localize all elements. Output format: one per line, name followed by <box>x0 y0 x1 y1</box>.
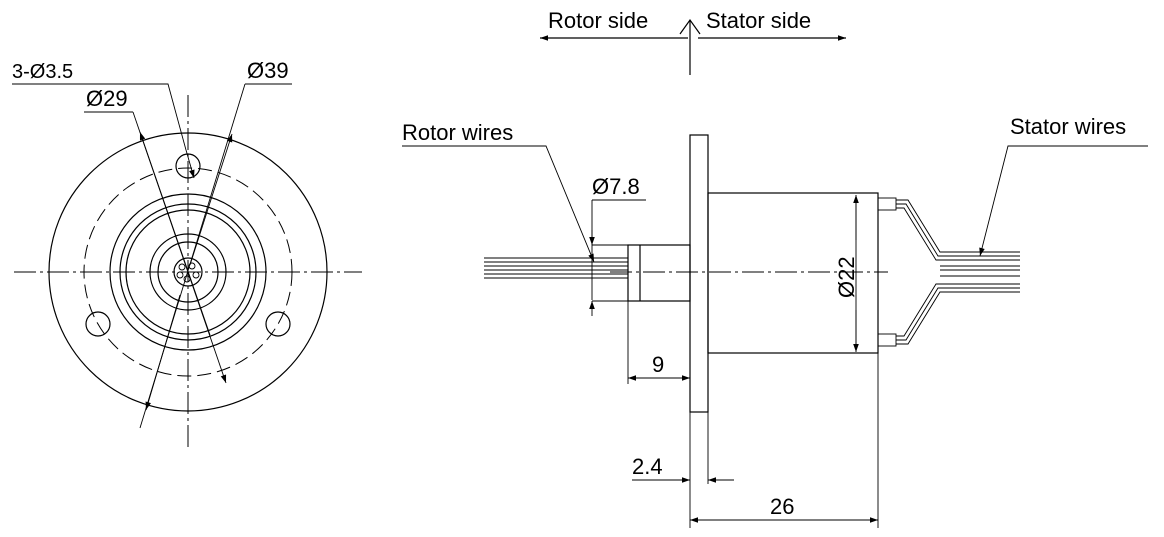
mount-hole-left <box>85 311 111 337</box>
stator-wires-leader <box>979 145 1148 257</box>
rotor-side-label: Rotor side <box>548 8 648 33</box>
mount-hole-top <box>175 153 201 179</box>
shaft-len-label: 9 <box>652 352 664 377</box>
shaft-dia-label: Ø7.8 <box>592 174 640 199</box>
body-circle-2 <box>119 203 257 341</box>
body-dia-label: Ø22 <box>834 256 859 298</box>
hole-leader <box>12 83 187 151</box>
total-len-label: 26 <box>770 494 794 519</box>
mount-hole-right <box>265 311 291 337</box>
wire-bundle-circle <box>173 257 203 287</box>
side-view: Rotor side Stator side <box>402 8 1148 528</box>
rotor-wires-label: Rotor wires <box>402 120 513 145</box>
shaft-circle-inner <box>157 241 219 303</box>
stator-wire-bundle <box>877 197 1020 347</box>
flange-plate <box>689 134 709 413</box>
stator-body <box>707 192 879 354</box>
pitch-circle <box>83 167 293 377</box>
stator-side-label: Stator side <box>706 8 811 33</box>
rotor-wires-leader <box>402 145 595 263</box>
hole-callout-label: 3-Ø3.5 <box>12 61 73 83</box>
rotor-shaft <box>627 244 691 302</box>
rotor-wire-bundle <box>484 257 628 279</box>
pcd-label: Ø29 <box>86 86 128 111</box>
stator-wires-label: Stator wires <box>1010 114 1126 139</box>
body-circle-1 <box>109 193 267 351</box>
shaft-circle-outer <box>149 233 227 311</box>
front-view: 3-Ø3.5 Ø29 Ø39 <box>12 58 362 448</box>
flange-outer-circle <box>48 132 328 412</box>
flange-thk-label: 2.4 <box>632 454 663 479</box>
body-circle-3 <box>125 209 251 335</box>
outer-diameter-label: Ø39 <box>247 58 289 83</box>
